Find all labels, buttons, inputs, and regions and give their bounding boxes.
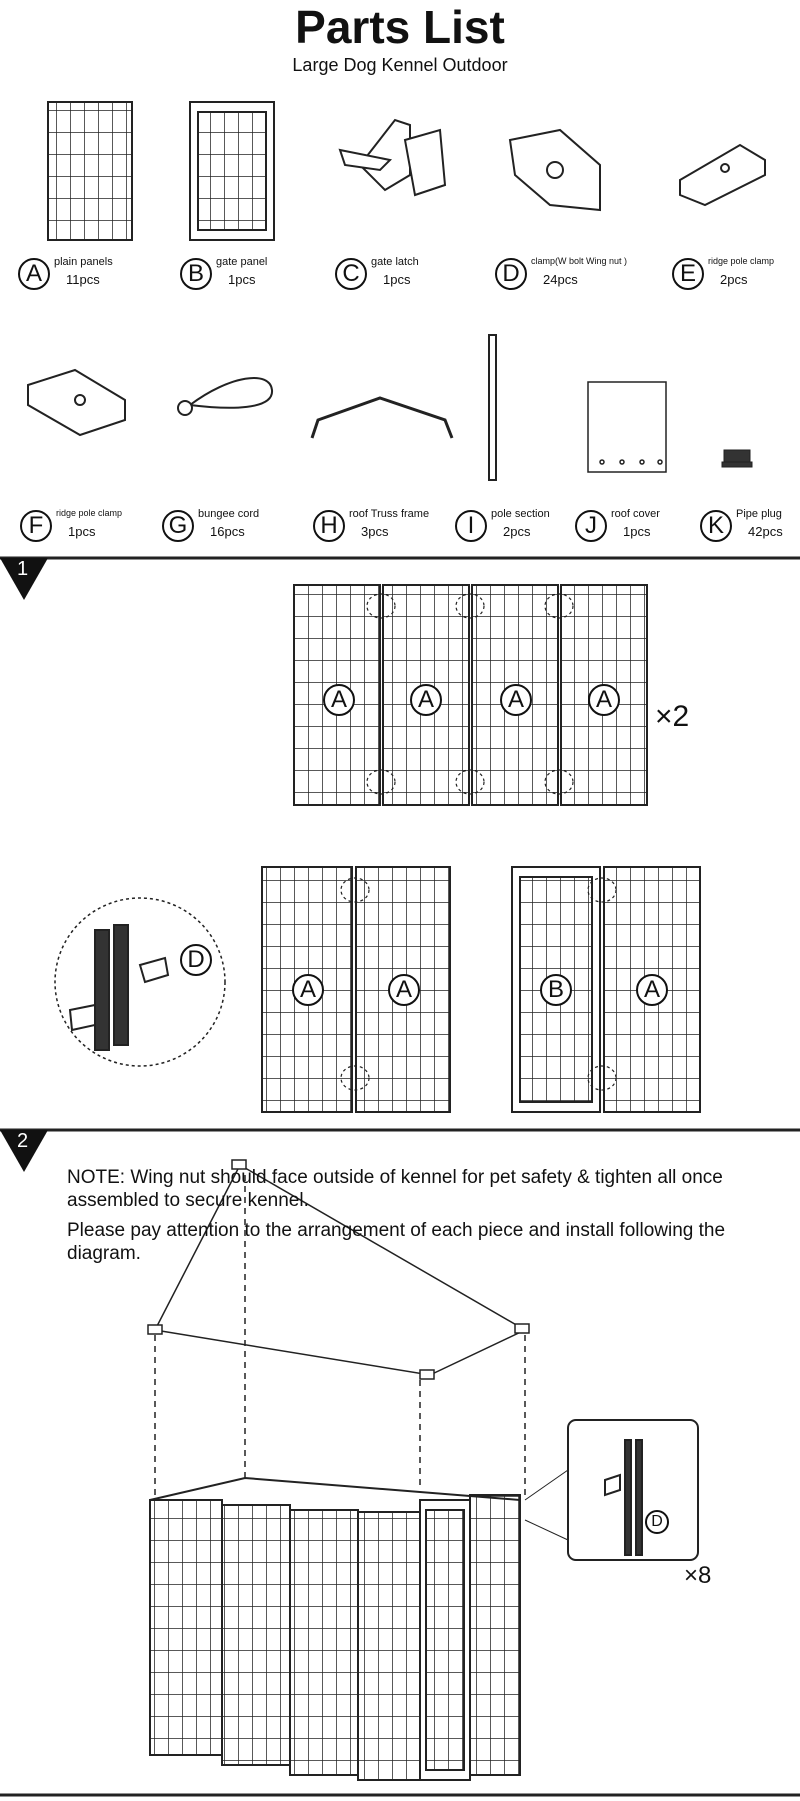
part-letter: J [575, 510, 607, 542]
part-letter: D [645, 1510, 669, 1534]
part-qty: 24pcs [543, 272, 578, 287]
step2-roof-frame [147, 1159, 530, 1500]
gate-panel-illustration [189, 101, 275, 241]
part-qty: 2pcs [503, 524, 531, 539]
panel-letter: B [540, 974, 572, 1006]
panel-letter: A [636, 974, 668, 1006]
part-letter: I [455, 510, 487, 542]
part-letter: K [700, 510, 732, 542]
panel-letter: A [292, 974, 324, 1006]
step1-label-a2: A [410, 682, 442, 722]
pair1-label-1: A [292, 972, 324, 1012]
part-qty: 11pcs [66, 272, 100, 287]
pair1-label-2: A [388, 972, 420, 1012]
part-qty: 2pcs [720, 272, 748, 287]
step2-instruction: Please pay attention to the arrangement … [67, 1220, 726, 1264]
part-letter: E [672, 258, 704, 290]
part-qty: 1pcs [68, 524, 96, 539]
step2-kennel-assembly [149, 1419, 699, 1781]
gate-latch-illustration [338, 118, 447, 197]
part-letter: B [180, 258, 212, 290]
part-name: pole section [491, 508, 550, 520]
part-letter: F [20, 510, 52, 542]
panel-letter: A [388, 974, 420, 1006]
part-name: bungee cord [198, 508, 260, 520]
roof-truss-illustration [310, 396, 454, 439]
ridge-pole-clamp-e-illustration [679, 143, 766, 207]
part-qty: 3pcs [361, 524, 389, 539]
clamp-illustration [508, 128, 601, 212]
part-letter: H [313, 510, 345, 542]
pair2-label-2: A [636, 972, 668, 1012]
step1-label-a3: A [500, 682, 532, 722]
step1-number: 1 [17, 558, 29, 580]
part-letter: D [495, 258, 527, 290]
part-letter: A [18, 258, 50, 290]
step1-label-a4: A [588, 682, 620, 722]
plain-panel-illustration [47, 101, 133, 241]
part-qty: 1pcs [383, 272, 411, 287]
step2-number: 2 [17, 1130, 29, 1152]
part-qty: 1pcs [228, 272, 256, 287]
part-k: K Pipe plug 42pcs [700, 508, 800, 548]
part-qty: 42pcs [748, 524, 783, 539]
step1-multiplier: ×2 [655, 700, 690, 733]
panel-letter: A [323, 684, 355, 716]
panel-letter: A [410, 684, 442, 716]
part-name: Pipe plug [736, 508, 782, 520]
part-qty: 1pcs [623, 524, 651, 539]
step1-panel-pairs [54, 866, 701, 1113]
panel-letter: A [588, 684, 620, 716]
pair2-label-1: B [540, 972, 572, 1012]
part-name: ridge pole clamp [708, 256, 775, 266]
roof-cover-illustration [587, 381, 667, 473]
part-name: roof cover [611, 508, 660, 520]
part-name: ridge pole clamp [56, 508, 123, 518]
part-qty: 16pcs [210, 524, 245, 539]
part-letter: G [162, 510, 194, 542]
pipe-plug-illustration [721, 449, 753, 468]
step2-multiplier: ×8 [684, 1562, 712, 1589]
pole-section-illustration [488, 334, 497, 481]
step2-detail-label-d: D [645, 1508, 675, 1548]
step1-label-a1: A [323, 682, 355, 722]
part-name: gate latch [371, 256, 419, 268]
page-subtitle: Large Dog Kennel Outdoor [292, 55, 508, 75]
ridge-pole-clamp-f-illustration [27, 368, 126, 437]
part-name: gate panel [216, 256, 268, 268]
part-name: plain panels [54, 256, 113, 268]
part-name: roof Truss frame [349, 508, 430, 520]
part-letter: D [180, 944, 212, 976]
step2-note: NOTE: Wing nut should face outside of ke… [67, 1167, 723, 1211]
bungee-cord-illustration [177, 377, 274, 416]
panel-letter: A [500, 684, 532, 716]
part-name: clamp(W bolt Wing nut ) [531, 256, 628, 266]
part-letter: C [335, 258, 367, 290]
step1-marker [0, 558, 48, 600]
detail-label-d: D [180, 942, 212, 982]
step2-marker [0, 1130, 48, 1172]
page-title: Parts List [295, 1, 505, 53]
